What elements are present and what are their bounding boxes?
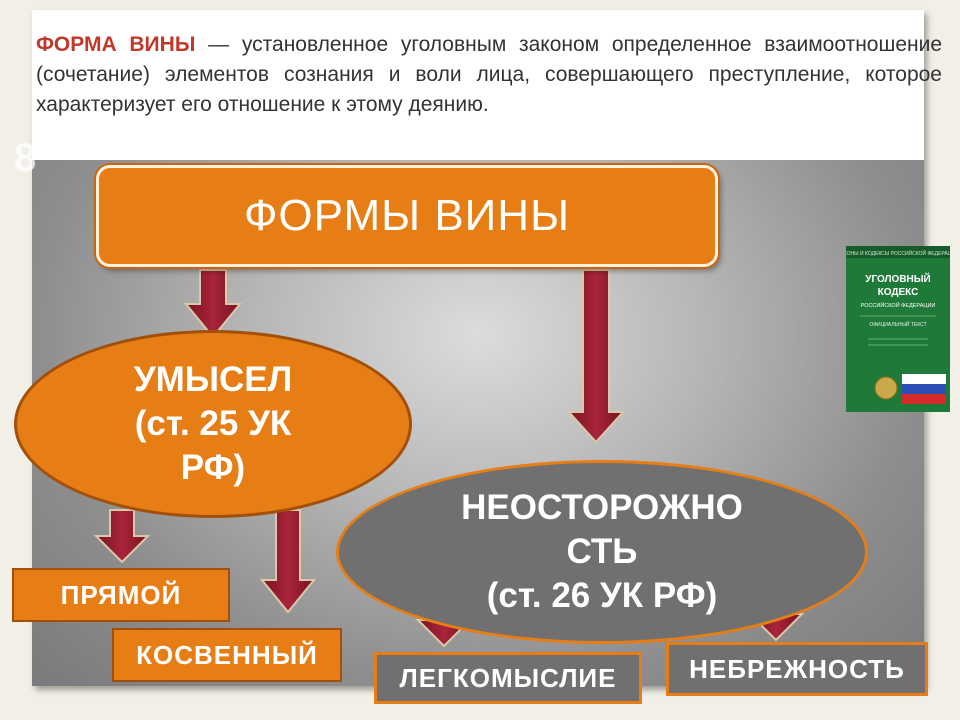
definition-panel bbox=[32, 10, 924, 160]
definition-term: ФОРМА ВИНЫ bbox=[36, 33, 196, 56]
arrow-to-pryamoi bbox=[93, 509, 151, 564]
umysel-line3: РФ) bbox=[180, 448, 246, 487]
neost-line2: СТЬ bbox=[566, 532, 638, 571]
umysel-line2: (ст. 25 УК bbox=[134, 404, 292, 443]
book-subtitle: РОССИЙСКОЙ ФЕДЕРАЦИИ bbox=[861, 301, 936, 309]
leaf-kosvennyi: КОСВЕННЫЙ bbox=[112, 628, 342, 682]
book-title-line2: КОДЕКС bbox=[878, 287, 919, 298]
umysel-line1: УМЫСЕЛ bbox=[133, 360, 293, 399]
arrow-to-kosvennyi bbox=[259, 509, 317, 614]
book-top-text: ЗАКОНЫ И КОДЕКСЫ РОССИЙСКОЙ ФЕДЕРАЦИИ bbox=[846, 249, 950, 257]
root-node-formy-viny: ФОРМЫ ВИНЫ bbox=[96, 165, 718, 267]
arrow-root-to-umysel bbox=[183, 269, 243, 339]
slide-number: 8 bbox=[14, 136, 37, 180]
emblem-icon bbox=[874, 376, 898, 400]
node-umysel: УМЫСЕЛ (ст. 25 УК РФ) bbox=[14, 330, 412, 518]
leaf-legkomyslie: ЛЕГКОМЫСЛИЕ bbox=[374, 652, 642, 704]
book-official-text: ОФИЦИАЛЬНЫЙ ТЕКСТ bbox=[869, 320, 926, 328]
criminal-code-book-image: ЗАКОНЫ И КОДЕКСЫ РОССИЙСКОЙ ФЕДЕРАЦИИ УГ… bbox=[846, 246, 950, 412]
neost-line3: (ст. 26 УК РФ) bbox=[486, 576, 718, 615]
leaf-pryamoi: ПРЯМОЙ bbox=[12, 568, 230, 622]
flag-white bbox=[902, 374, 946, 384]
flag-blue bbox=[902, 384, 946, 394]
neost-line1: НЕОСТОРОЖНО bbox=[461, 488, 743, 527]
book-title-line1: УГОЛОВНЫЙ bbox=[865, 272, 931, 285]
arrow-root-to-neost bbox=[566, 269, 626, 444]
definition-text: ФОРМА ВИНЫ — установленное уголовным зак… bbox=[36, 30, 942, 120]
leaf-nebrezhnost: НЕБРЕЖНОСТЬ bbox=[666, 642, 928, 696]
definition-body: — установленное уголовным законом опреде… bbox=[36, 33, 943, 116]
node-neostorozhnost: НЕОСТОРОЖНО СТЬ (ст. 26 УК РФ) bbox=[336, 460, 868, 644]
flag-red bbox=[902, 394, 946, 404]
